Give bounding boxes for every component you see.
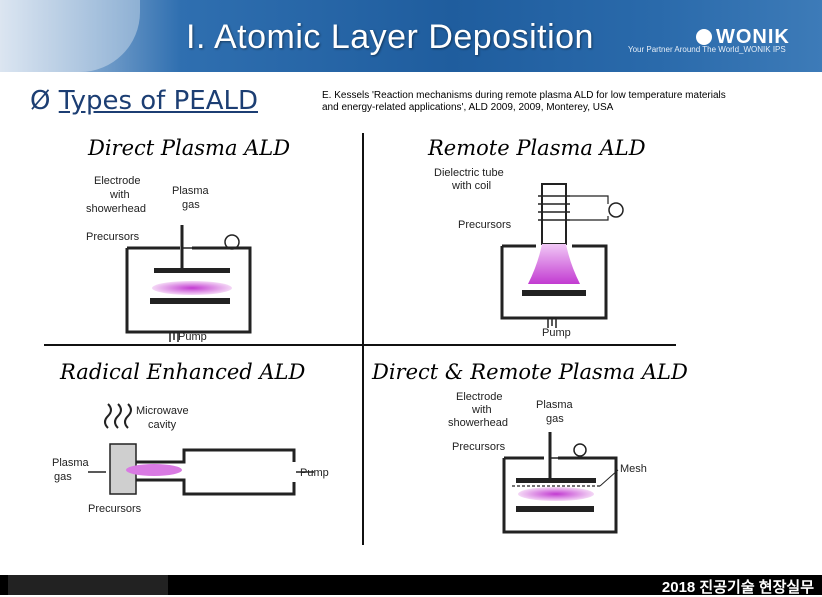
gas-label: gas [182,199,200,211]
rf-source-icon [573,443,587,457]
header-banner [0,0,822,72]
microwave-waves-icon [104,403,132,429]
logo-text: WONIK [716,26,790,48]
quadrant-divider-vertical [362,133,364,545]
radical-gas-label: gas [54,471,72,483]
microwave-label: Microwave [136,405,189,417]
combined-gas-label: gas [546,413,564,425]
section-heading-label: Types of PEALD [58,86,258,116]
direct-remote-title: Direct & Remote Plasma ALD [372,360,688,384]
remote-precursors-label: Precursors [458,219,512,231]
diagram-background [44,394,334,524]
radical-plasma-glow [126,464,182,476]
pump-arrow-icon [547,318,557,328]
pump-arrow-icon [169,332,179,342]
radical-pump-label: Pump [300,467,329,479]
combined-plasma-glow [518,487,594,501]
quadrant-divider-horizontal [44,344,676,346]
remote-pump-label: Pump [542,327,571,339]
dielectric-tube-label: Dielectric tube [434,167,504,179]
mesh-pointer [599,469,619,487]
rf-wires [570,195,609,221]
radical-enhanced-diagram: Microwave cavity Plasma gas Pump Precurs… [44,394,334,524]
arrow-bullet-icon: Ø [30,86,51,116]
remote-plasma-glow [528,244,580,284]
precursors-label: Precursors [86,231,140,243]
logo-circle-icon [696,29,712,45]
combined-electrode-label: Electrode [456,391,502,403]
cavity-label: cavity [148,419,177,431]
direct-remote-diagram: Electrode with showerhead Plasma gas Pre… [448,391,647,534]
direct-plasma-diagram: Electrode with showerhead Plasma gas Pre… [86,175,252,342]
plasma-glow [152,281,232,295]
showerhead-plate [516,478,596,483]
footer-bar: 2018 진공기술 현장실무 [0,575,822,596]
substrate-holder [150,298,230,304]
reactor-chamber [125,246,252,334]
company-logo: WONIK [696,26,790,49]
footer-left-decoration [8,575,168,595]
with-coil-label: with coil [451,180,491,192]
electrode-label: Electrode [94,175,140,187]
plasma-label: Plasma [172,185,210,197]
substrate-holder [516,506,594,512]
section-heading: Ø Types of PEALD [30,86,258,116]
footer-label: 2018 진공기술 현장실무 [661,579,814,596]
with-label: with [109,189,130,201]
page-title: I. Atomic Layer Deposition [186,18,594,56]
reactor-chamber [500,244,608,320]
radical-plasma-label: Plasma [52,457,90,469]
combined-showerhead-label: showerhead [448,417,508,429]
flow-tube [136,448,296,496]
rf-source-icon [608,202,624,218]
reactor-chamber [502,456,618,534]
showerhead-plate [154,268,230,273]
coil-windings [538,195,570,221]
radical-enhanced-title: Radical Enhanced ALD [60,360,306,384]
combined-plasma-label: Plasma [536,399,574,411]
pump-label: Pump [178,331,207,342]
rf-source-icon [224,234,240,250]
showerhead-label: showerhead [86,203,146,215]
radical-precursors-label: Precursors [88,503,142,515]
mesh-label: Mesh [620,463,647,475]
combined-precursors-label: Precursors [452,441,506,453]
remote-plasma-diagram: Dielectric tube with coil Precursors Pum… [434,167,624,339]
citation: E. Kessels 'Reaction mechanisms during r… [322,90,726,113]
combined-with-label: with [471,404,492,416]
dielectric-tube [541,183,567,245]
banner-decoration [0,0,140,72]
company-slogan: Your Partner Around The World_WONIK IPS [628,45,786,54]
substrate-holder [522,290,586,296]
direct-plasma-title: Direct Plasma ALD [88,136,291,160]
remote-plasma-title: Remote Plasma ALD [428,136,646,160]
